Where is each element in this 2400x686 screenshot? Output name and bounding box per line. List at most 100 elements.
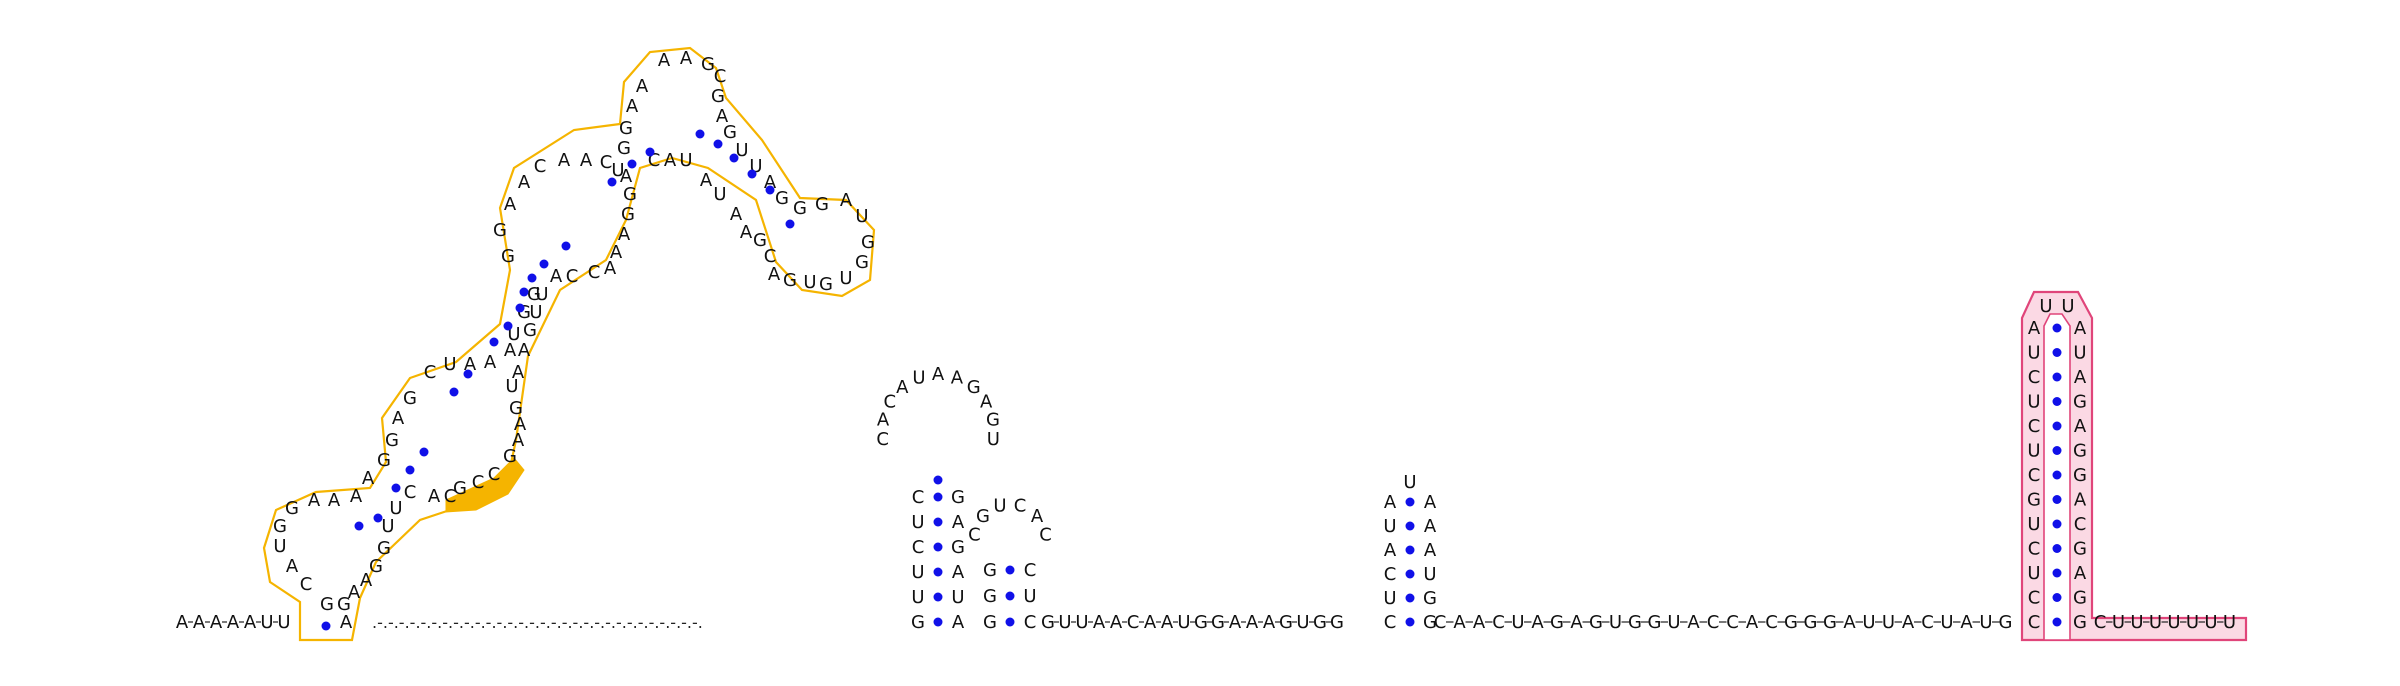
nucleotide: U — [2027, 441, 2040, 462]
nucleotide: U — [2027, 392, 2040, 413]
nucleotide-domain1: A — [392, 408, 405, 429]
base-pair-dot — [354, 521, 364, 531]
nucleotide: A — [1263, 612, 1276, 633]
nucleotide: U — [1862, 612, 1875, 633]
nucleotide-domain1: G — [377, 538, 391, 559]
base-pair-dot — [449, 387, 459, 397]
base-pair-dot — [627, 159, 637, 169]
nucleotide: A — [980, 391, 993, 412]
nucleotide: A — [951, 367, 964, 388]
nucleotide-domain1: A — [340, 612, 353, 633]
nucleotide: U — [1609, 612, 1622, 633]
nucleotide-domain1: A — [518, 340, 531, 361]
nucleotide: C — [2094, 612, 2107, 633]
nucleotide: G — [1823, 612, 1837, 633]
nucleotide: C — [912, 487, 925, 508]
nucleotide: U — [1177, 612, 1190, 633]
nucleotide: A — [1246, 612, 1259, 633]
nucleotide: U — [1940, 612, 1953, 633]
nucleotide: U — [277, 612, 290, 633]
nucleotide-domain1: A — [768, 264, 781, 285]
nucleotide-domain1: G — [619, 118, 633, 139]
nucleotide: G — [1784, 612, 1798, 633]
base-pair-dot — [419, 447, 429, 457]
nucleotide-domain1: G — [621, 204, 635, 225]
nucleotide: G — [976, 506, 990, 527]
nucleotide-domain1: G — [855, 252, 869, 273]
nucleotide: C — [1024, 560, 1037, 581]
nucleotide: C — [1434, 612, 1447, 633]
base-pair-dot — [1005, 591, 1015, 601]
nucleotide-domain1: A — [512, 362, 525, 383]
nucleotide: A — [176, 612, 189, 633]
nucleotide: U — [1383, 588, 1396, 609]
base-pair-dot — [2052, 593, 2062, 602]
nucleotide-domain1: A — [620, 166, 633, 187]
nucleotide-domain1: A — [626, 96, 639, 117]
nucleotide: C — [1921, 612, 1934, 633]
nucleotide: C — [1765, 612, 1778, 633]
nucleotide-domain1: A — [504, 340, 517, 361]
base-pair-dot — [645, 147, 655, 157]
nucleotide: U — [1667, 612, 1680, 633]
nucleotide-domain1: C — [424, 362, 437, 383]
nucleotide-domain1: G — [711, 86, 725, 107]
nucleotide-domain1: A — [636, 76, 649, 97]
nucleotide: C — [2028, 539, 2041, 560]
nucleotide-domain1: C — [714, 66, 727, 87]
nucleotide-domain1: U — [443, 354, 456, 375]
nucleotide: G — [2027, 490, 2041, 511]
nucleotide-domain1: U — [381, 516, 394, 537]
nucleotide: G — [1313, 612, 1327, 633]
nucleotide-domain1: A — [286, 556, 299, 577]
base-pair-dot — [489, 337, 499, 347]
nucleotide: U — [2204, 612, 2217, 633]
nucleotide-domain1: A — [700, 170, 713, 191]
nucleotide: A — [1687, 612, 1700, 633]
nucleotide-domain1: A — [680, 48, 693, 69]
base-pair-dot — [607, 177, 617, 187]
nucleotide: C — [876, 429, 889, 450]
base-pair-dot — [2052, 421, 2062, 431]
nucleotide: G — [1330, 612, 1344, 633]
nucleotide: A — [2028, 318, 2041, 339]
nucleotide: C — [2028, 465, 2041, 486]
nucleotide: A — [1384, 492, 1397, 513]
nucleotide: U — [1383, 516, 1396, 537]
nucleotide: A — [1161, 612, 1174, 633]
nucleotide: U — [2027, 343, 2040, 364]
orange-ccgc-highlight — [445, 457, 525, 513]
base-pair-dot — [765, 185, 775, 195]
nucleotide-domain1: G — [775, 188, 789, 209]
nucleotide: A — [952, 612, 965, 633]
base-pair-dot — [933, 542, 943, 552]
base-pair-dot — [1005, 565, 1015, 575]
nucleotide: U — [1423, 564, 1436, 585]
nucleotide: C — [1127, 612, 1140, 633]
nucleotide-domain1: G — [753, 230, 767, 251]
nucleotide: C — [884, 391, 897, 412]
nucleotide: U — [2027, 514, 2040, 535]
nucleotide-domain1: G — [377, 450, 391, 471]
nucleotide: G — [2073, 612, 2087, 633]
nucleotide: G — [967, 377, 981, 398]
nucleotide-domain1: C — [300, 574, 313, 595]
nucleotide: U — [2223, 612, 2236, 633]
base-pair-dot — [2052, 617, 2062, 627]
nucleotide: C — [2028, 612, 2041, 633]
nucleotide-domain1: G — [453, 478, 467, 499]
nucleotide: G — [2073, 539, 2087, 560]
nucleotide-domain1: C — [764, 246, 777, 267]
nucleotide: A — [1960, 612, 1973, 633]
base-pair-dot — [729, 153, 739, 163]
nucleotide-domain1: G — [403, 388, 417, 409]
nucleotide: A — [952, 512, 965, 533]
nucleotide: U — [911, 587, 924, 608]
nucleotide: G — [1423, 612, 1437, 633]
nucleotide: G — [1628, 612, 1642, 633]
nucleotide: G — [1999, 612, 2013, 633]
nucleotide: G — [1423, 588, 1437, 609]
base-pair-dot — [2052, 372, 2062, 382]
base-pair-dot — [713, 139, 723, 149]
nucleotide: A — [1453, 612, 1466, 633]
